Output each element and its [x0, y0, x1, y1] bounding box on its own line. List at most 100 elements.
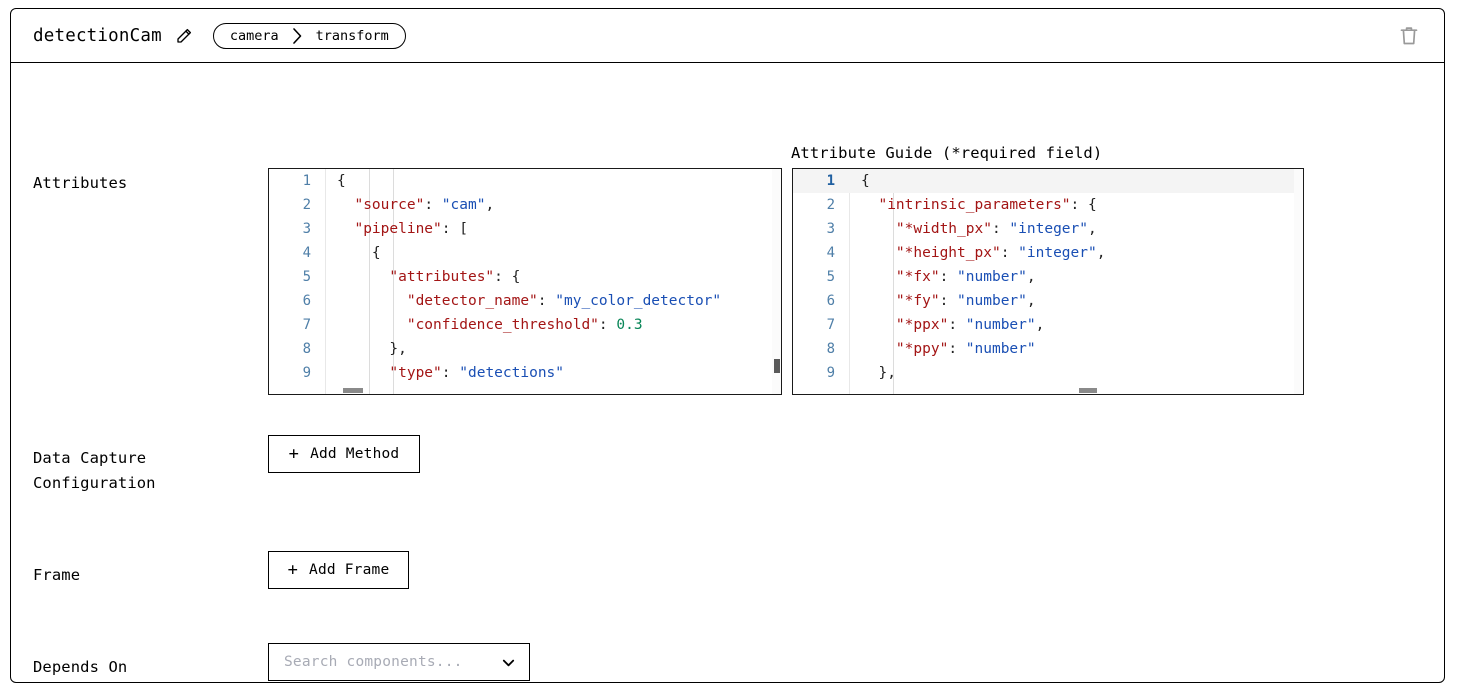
code-token: {: [861, 173, 870, 189]
code-token: : [: [441, 221, 468, 237]
attributes-editor-inner[interactable]: 1{2 "source": "cam",3 "pipeline": [4 {5 …: [269, 169, 781, 394]
code-token: : {: [494, 269, 521, 285]
code-line[interactable]: 3 "*width_px": "integer",: [793, 217, 1303, 241]
row-label-frame: Frame: [33, 566, 81, 584]
code-token: "*ppx": [895, 317, 949, 333]
code-token: [337, 221, 354, 237]
line-number: 2: [302, 197, 311, 213]
code-token: "cam": [441, 197, 486, 213]
code-line-text: {: [325, 245, 381, 261]
code-line[interactable]: 8 "*ppy": "number": [793, 337, 1303, 361]
code-line-text: "intrinsic_parameters": {: [849, 197, 1097, 213]
plus-icon: +: [288, 443, 300, 464]
depends-on-select[interactable]: Search components...: [268, 643, 530, 681]
code-token: 0.3: [616, 317, 643, 333]
code-line-text: },: [849, 365, 896, 381]
code-line[interactable]: 7 "confidence_threshold": 0.3: [269, 313, 781, 337]
plus-icon: +: [287, 559, 299, 580]
code-line[interactable]: 3 "pipeline": [: [269, 217, 781, 241]
card-header: detectionCam camera transform: [11, 9, 1444, 63]
code-line[interactable]: 2 "intrinsic_parameters": {: [793, 193, 1303, 217]
code-token: ,: [1026, 269, 1036, 285]
breadcrumb: camera transform: [212, 22, 406, 49]
attributes-code-editor[interactable]: 1{2 "source": "cam",3 "pipeline": [4 {5 …: [268, 168, 782, 395]
line-number: 1: [826, 173, 835, 189]
code-line-text: "*width_px": "integer",: [849, 221, 1097, 237]
code-token: },: [861, 365, 896, 381]
code-token: "number": [957, 269, 1027, 285]
chevron-down-icon[interactable]: [501, 655, 516, 670]
line-number: 9: [826, 365, 835, 381]
code-line[interactable]: 4 {: [269, 241, 781, 265]
line-number: 9: [302, 365, 311, 381]
code-token: [337, 317, 407, 333]
code-token: "attributes": [389, 269, 495, 285]
guide-editor-inner[interactable]: 1{2 "intrinsic_parameters": {3 "*width_p…: [793, 169, 1303, 394]
code-line-text: "pipeline": [: [325, 221, 468, 237]
code-line[interactable]: 9 "type": "detections": [269, 361, 781, 385]
row-label-data-capture-configuration: Data Capture Configuration: [33, 449, 156, 492]
code-line[interactable]: 9 },: [793, 361, 1303, 385]
code-line[interactable]: 8 },: [269, 337, 781, 361]
code-line[interactable]: 4 "*height_px": "integer",: [793, 241, 1303, 265]
code-token: "my_color_detector": [555, 293, 722, 309]
add-method-label: Add Method: [310, 446, 400, 462]
code-line[interactable]: 6 "*fy": "number",: [793, 289, 1303, 313]
pencil-icon[interactable]: [175, 27, 193, 45]
code-token: [861, 341, 896, 357]
breadcrumb-item-transform[interactable]: transform: [315, 27, 389, 44]
attributes-vertical-scroll-thumb[interactable]: [774, 359, 780, 373]
code-token: [337, 365, 389, 381]
code-token: "number": [957, 293, 1027, 309]
code-token: [337, 293, 407, 309]
code-token: [861, 317, 896, 333]
code-token: ,: [1088, 221, 1097, 237]
code-line-text: "*fy": "number",: [849, 293, 1036, 309]
code-token: },: [337, 341, 407, 357]
code-line[interactable]: 5 "*fx": "number",: [793, 265, 1303, 289]
row-label-depends-on: Depends On: [33, 658, 128, 676]
code-token: "*ppy": [895, 341, 949, 357]
indent-guide: [893, 169, 894, 394]
line-number: 6: [302, 293, 311, 309]
code-token: ,: [1096, 245, 1106, 261]
code-token: :: [939, 269, 958, 285]
add-frame-button[interactable]: + Add Frame: [268, 551, 409, 589]
code-token: [861, 245, 896, 261]
page-title: detectionCam: [33, 25, 162, 46]
code-token: :: [948, 341, 966, 357]
code-token: "source": [354, 197, 425, 213]
code-line[interactable]: 2 "source": "cam",: [269, 193, 781, 217]
code-token: [861, 197, 878, 213]
code-line-text: "*height_px": "integer",: [849, 245, 1106, 261]
add-method-button[interactable]: + Add Method: [268, 435, 420, 473]
code-line[interactable]: 1{: [793, 169, 1303, 193]
search-components-placeholder: Search components...: [284, 654, 463, 670]
line-number: 7: [302, 317, 311, 333]
attribute-guide-code-editor[interactable]: 1{2 "intrinsic_parameters": {3 "*width_p…: [792, 168, 1304, 395]
code-token: "pipeline": [354, 221, 442, 237]
code-line[interactable]: 7 "*ppx": "number",: [793, 313, 1303, 337]
code-line[interactable]: 1{: [269, 169, 781, 193]
code-line-text: "*fx": "number",: [849, 269, 1036, 285]
add-frame-label: Add Frame: [309, 562, 390, 578]
breadcrumb-item-camera[interactable]: camera: [229, 27, 279, 44]
attributes-vertical-scrollbar[interactable]: [772, 169, 781, 394]
component-card: detectionCam camera transform: [10, 8, 1445, 683]
code-token: :: [424, 197, 442, 213]
line-number: 4: [302, 245, 311, 261]
code-token: : {: [1070, 197, 1097, 213]
code-token: [861, 221, 896, 237]
code-token: :: [1000, 245, 1019, 261]
guide-horizontal-scroll-thumb[interactable]: [1079, 388, 1097, 393]
code-line[interactable]: 6 "detector_name": "my_color_detector": [269, 289, 781, 313]
code-line-text: "detector_name": "my_color_detector": [325, 293, 721, 309]
attributes-horizontal-scroll-thumb[interactable]: [343, 388, 363, 393]
trash-icon[interactable]: [1392, 19, 1426, 53]
code-token: {: [337, 245, 381, 261]
code-line[interactable]: 5 "attributes": {: [269, 265, 781, 289]
code-token: :: [537, 293, 556, 309]
guide-vertical-scrollbar[interactable]: [1294, 169, 1303, 394]
line-number: 5: [302, 269, 311, 285]
